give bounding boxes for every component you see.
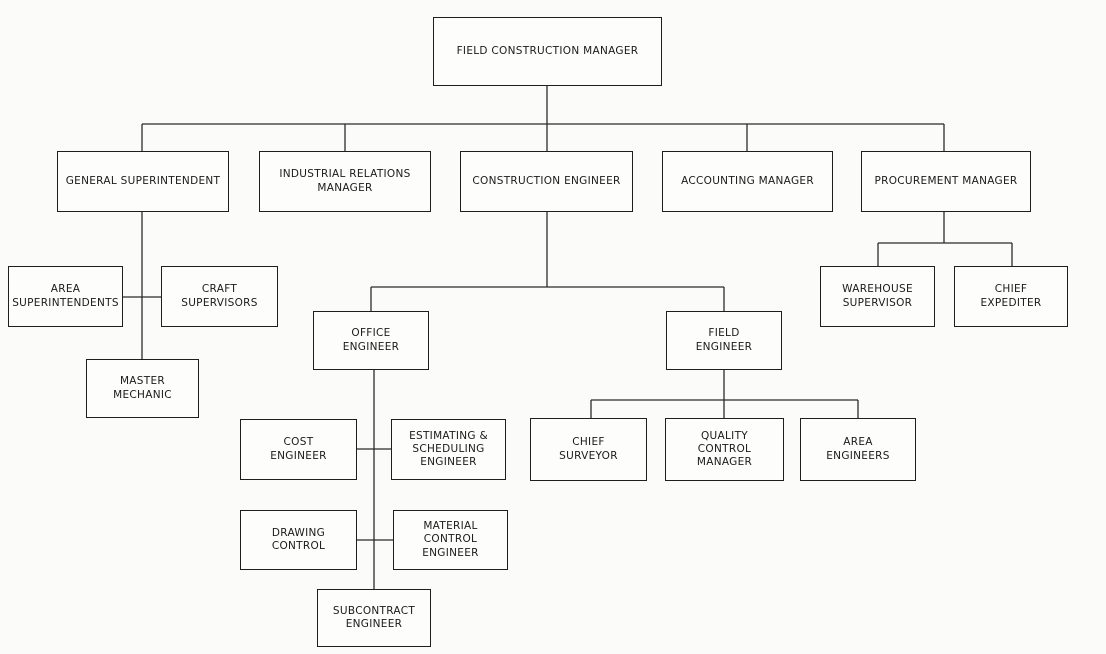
- node-field-engineer: FIELD ENGINEER: [666, 311, 782, 370]
- node-label: AREA ENGINEERS: [826, 436, 890, 462]
- node-label: OFFICE ENGINEER: [342, 327, 400, 353]
- node-label: DRAWING CONTROL: [271, 526, 326, 552]
- node-quality-control-manager: QUALITY CONTROL MANAGER: [665, 418, 784, 481]
- node-label: CHIEF SURVEYOR: [559, 436, 618, 462]
- node-label: SUBCONTRACT ENGINEER: [332, 604, 416, 630]
- node-label: MATERIAL CONTROL ENGINEER: [422, 520, 479, 559]
- node-office-engineer: OFFICE ENGINEER: [313, 311, 429, 370]
- node-area-superintendents: AREA SUPERINTENDENTS: [8, 266, 123, 327]
- node-cost-engineer: COST ENGINEER: [240, 419, 357, 480]
- node-label: MASTER MECHANIC: [113, 375, 172, 401]
- node-label: CHIEF EXPEDITER: [980, 283, 1042, 309]
- node-label: QUALITY CONTROL MANAGER: [696, 429, 753, 469]
- node-industrial-relations-manager: INDUSTRIAL RELATIONS MANAGER: [259, 151, 431, 212]
- node-label: COST ENGINEER: [270, 436, 327, 462]
- node-label: INDUSTRIAL RELATIONS MANAGER: [279, 168, 411, 194]
- node-label: CONSTRUCTION ENGINEER: [472, 174, 621, 187]
- node-label: AREA SUPERINTENDENTS: [12, 283, 119, 309]
- node-label: PROCUREMENT MANAGER: [874, 174, 1018, 187]
- node-label: FIELD CONSTRUCTION MANAGER: [456, 44, 639, 57]
- node-label: ESTIMATING & SCHEDULING ENGINEER: [409, 429, 488, 469]
- node-master-mechanic: MASTER MECHANIC: [86, 359, 199, 418]
- node-label: WAREHOUSE SUPERVISOR: [842, 283, 913, 309]
- node-subcontract-engineer: SUBCONTRACT ENGINEER: [317, 589, 431, 647]
- node-material-control-engineer: MATERIAL CONTROL ENGINEER: [393, 510, 508, 570]
- node-label: CRAFT SUPERVISORS: [181, 283, 258, 309]
- node-estimating-scheduling-engineer: ESTIMATING & SCHEDULING ENGINEER: [391, 419, 506, 480]
- node-construction-engineer: CONSTRUCTION ENGINEER: [460, 151, 633, 212]
- node-warehouse-supervisor: WAREHOUSE SUPERVISOR: [820, 266, 935, 327]
- node-procurement-manager: PROCUREMENT MANAGER: [861, 151, 1031, 212]
- node-accounting-manager: ACCOUNTING MANAGER: [662, 151, 833, 212]
- node-label: FIELD ENGINEER: [695, 327, 753, 353]
- node-drawing-control: DRAWING CONTROL: [240, 510, 357, 570]
- node-craft-supervisors: CRAFT SUPERVISORS: [161, 266, 278, 327]
- node-area-engineers: AREA ENGINEERS: [800, 418, 916, 481]
- node-chief-expediter: CHIEF EXPEDITER: [954, 266, 1068, 327]
- node-field-construction-manager: FIELD CONSTRUCTION MANAGER: [433, 17, 662, 86]
- node-chief-surveyor: CHIEF SURVEYOR: [530, 418, 647, 481]
- node-general-superintendent: GENERAL SUPERINTENDENT: [57, 151, 229, 212]
- node-label: GENERAL SUPERINTENDENT: [65, 174, 221, 187]
- node-label: ACCOUNTING MANAGER: [681, 174, 814, 187]
